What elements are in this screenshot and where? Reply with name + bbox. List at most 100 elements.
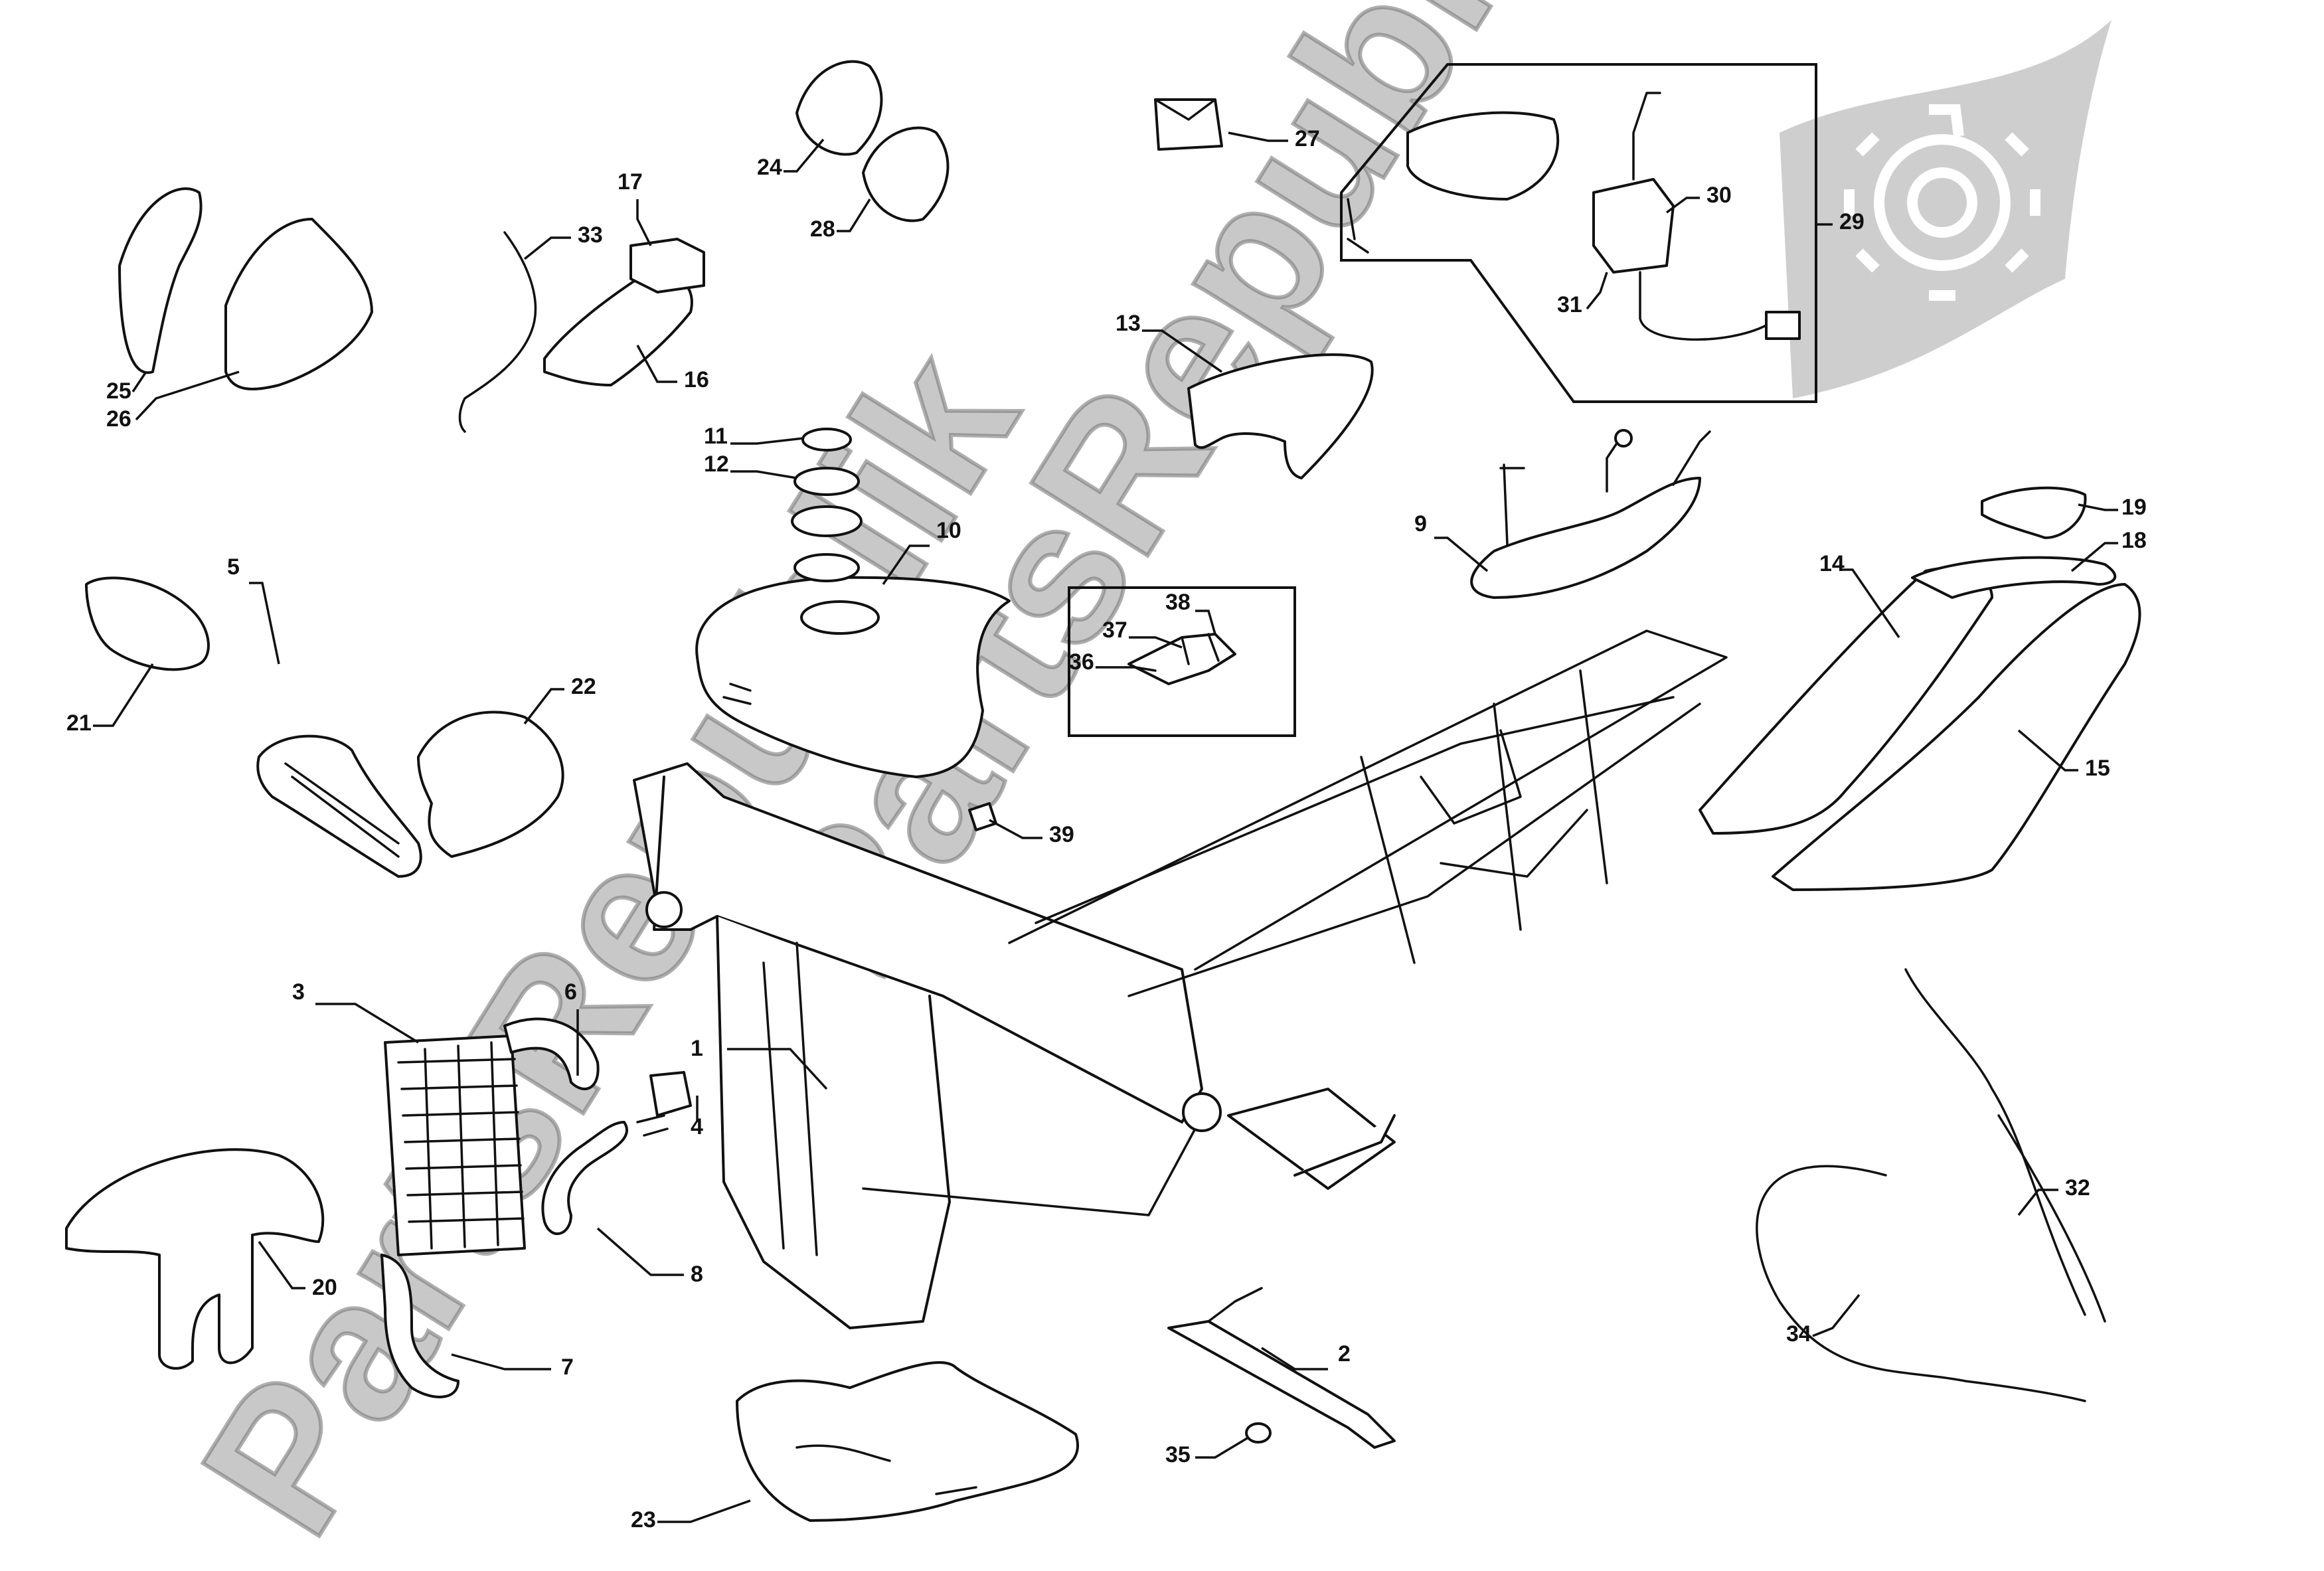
callout-label: 33	[578, 222, 603, 248]
callout-layer: 1234567891011121314151617181920212223242…	[66, 126, 2147, 1532]
leader-line	[2017, 729, 2078, 772]
tool-pouch-part	[1154, 98, 1223, 151]
bleed-nipple-part	[968, 802, 997, 831]
callout-11: 11	[704, 424, 804, 449]
callout-18: 18	[2070, 528, 2147, 572]
callout-label: 32	[2065, 1175, 2090, 1200]
callout-6: 6	[564, 979, 579, 1076]
control-cable-part	[1756, 968, 2106, 1402]
callout-13: 13	[1116, 311, 1222, 373]
callout-label: 35	[1165, 1442, 1191, 1467]
callout-36: 36	[1069, 649, 1135, 675]
callout-37: 37	[1102, 618, 1183, 649]
filler-cap-part	[791, 428, 863, 582]
callout-35: 35	[1165, 1436, 1249, 1467]
speedo-cable-part	[458, 231, 537, 433]
callout-3: 3	[292, 979, 419, 1044]
callout-label: 9	[1414, 511, 1427, 537]
seat-part	[1699, 556, 2141, 891]
callout-label: 2	[1338, 1341, 1351, 1366]
callout-7: 7	[451, 1353, 574, 1380]
callout-label: 30	[1706, 183, 1732, 208]
leader-line	[1586, 272, 1608, 310]
callout-label: 6	[564, 979, 577, 1005]
callout-label: 15	[2085, 756, 2110, 781]
callout-label: 19	[2121, 495, 2147, 520]
fuel-tank-part	[695, 576, 1011, 778]
callout-label: 24	[757, 155, 782, 180]
callout-label: 36	[1069, 649, 1094, 675]
callout-31: 31	[1557, 272, 1608, 317]
callout-4: 4	[691, 1096, 703, 1139]
seat-cover-part	[1187, 353, 1374, 479]
rubber-pad-part	[1245, 1422, 1272, 1444]
fairing-part	[118, 187, 373, 390]
callout-19: 19	[2078, 495, 2147, 520]
leader-line	[1434, 537, 1489, 572]
callout-label: 13	[1116, 311, 1141, 336]
callout-label: 20	[312, 1275, 337, 1300]
callout-25: 25	[106, 371, 147, 404]
leader-line	[2017, 1189, 2058, 1216]
leader-line	[1195, 1436, 1249, 1459]
callout-23: 23	[631, 1499, 751, 1532]
callout-15: 15	[2017, 729, 2110, 781]
leader-line	[523, 688, 564, 725]
callout-16: 16	[636, 345, 709, 392]
callout-10: 10	[882, 518, 961, 585]
watermark-flag	[1780, 20, 2112, 398]
callout-label: 26	[106, 406, 131, 432]
leader-line	[596, 1227, 684, 1276]
leader-line	[2078, 503, 2118, 511]
rear-cover-part	[1981, 486, 2087, 539]
callout-label: 34	[1786, 1321, 1811, 1347]
leader-line	[989, 819, 1042, 839]
callout-label: 39	[1049, 822, 1074, 847]
leader-line	[1129, 636, 1183, 649]
callout-label: 21	[66, 710, 92, 736]
side-stand-part	[1167, 1287, 1396, 1449]
ignition-lock-set-box	[1340, 63, 1817, 403]
callout-22: 22	[523, 674, 596, 725]
leader-line	[1812, 1293, 1861, 1337]
leader-line	[1665, 197, 1700, 214]
gear-icon	[1844, 104, 2040, 301]
callout-24: 24	[757, 138, 825, 180]
leader-line	[135, 371, 240, 421]
callout-9: 9	[1414, 511, 1489, 572]
radiator-part	[384, 1034, 526, 1256]
leader-line	[93, 663, 154, 727]
coolant-hose-part	[380, 1017, 628, 1398]
callout-label: 17	[618, 169, 643, 195]
callout-label: 1	[691, 1036, 703, 1061]
thermo-switch-part	[636, 1071, 692, 1137]
ignition-lock-part	[1347, 92, 1801, 341]
callout-label: 4	[691, 1114, 703, 1139]
callout-17: 17	[618, 169, 652, 246]
leader-line	[1195, 610, 1216, 635]
callout-label: 14	[1819, 551, 1845, 576]
callout-5: 5	[227, 554, 280, 665]
leader-line	[1839, 568, 1900, 638]
callout-26: 26	[106, 371, 240, 432]
leader-line	[657, 1499, 751, 1523]
callout-label: 22	[571, 674, 596, 699]
leader-line	[315, 1003, 419, 1044]
callout-33: 33	[523, 222, 603, 260]
callout-27: 27	[1228, 126, 1320, 151]
callout-8: 8	[596, 1227, 703, 1287]
callout-28: 28	[810, 199, 871, 242]
leader-line	[784, 138, 825, 173]
fuel-pump-set-box	[1068, 586, 1296, 737]
leader-line	[727, 1048, 828, 1090]
leader-line	[1228, 131, 1288, 142]
callout-1: 1	[691, 1036, 828, 1090]
callout-29: 29	[1816, 209, 1865, 234]
leader-line	[837, 199, 871, 232]
callout-label: 7	[561, 1355, 574, 1380]
callout-label: 12	[704, 452, 729, 477]
callout-label: 31	[1557, 292, 1582, 317]
callout-label: 25	[106, 378, 131, 404]
callout-label: 18	[2121, 528, 2147, 553]
